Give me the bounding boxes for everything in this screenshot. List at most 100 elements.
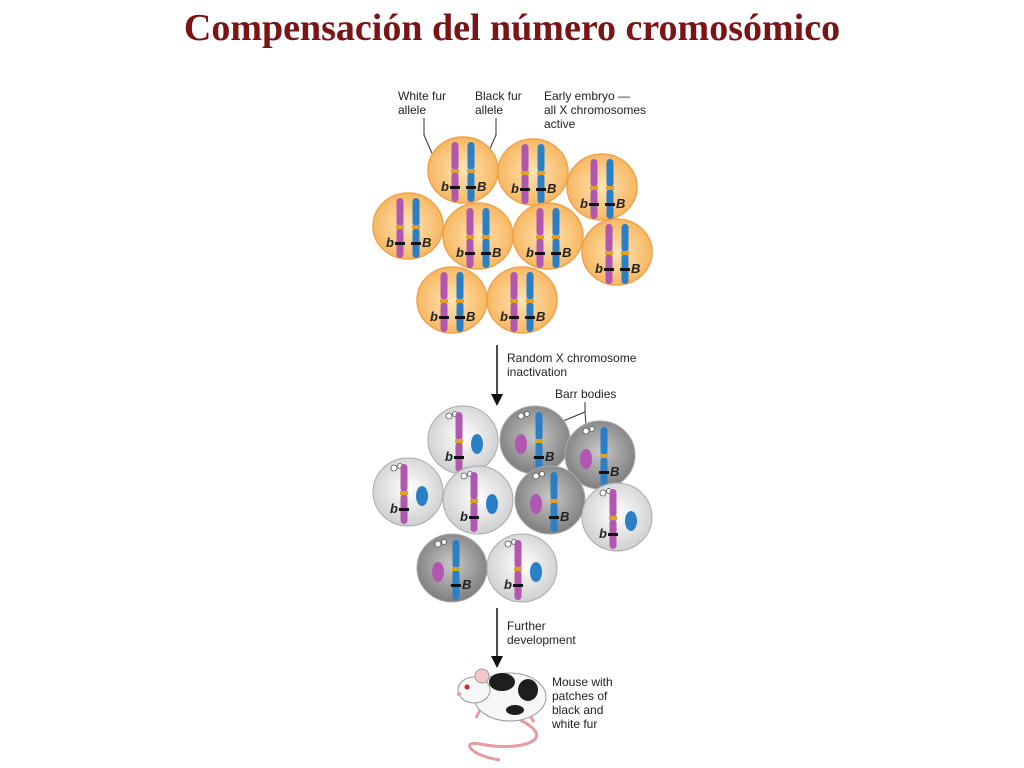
allele-b: b [500,309,508,324]
label-mouse-2: patches of [552,689,608,703]
inactivated-cell: b [372,457,444,527]
embryo-cell-membrane [486,266,558,334]
x-chromosome-magenta [589,159,599,219]
allele-b: b [390,501,398,516]
allele-b: b [595,261,603,276]
mouse-illustration [457,668,547,762]
embryo-cell-membrane [427,136,499,204]
x-chromosome-blue [551,208,561,268]
x-chromosome-blue [525,272,535,332]
allele-B: B [560,509,569,524]
barr-body-blue [530,562,542,582]
inactivated-cell: b [486,533,558,603]
active-x-chromosome-blue [599,427,609,487]
allele-b: b [460,509,468,524]
inactivated-cell: B [514,465,586,535]
x-chromosome-magenta [520,144,530,204]
embryo-cell-membrane [512,202,584,270]
barr-body-blue [471,434,483,454]
active-x-chromosome-blue [534,412,544,472]
embryo-cell-membrane [581,218,653,286]
mouse-black-patch-1 [489,673,515,691]
mouse-nose [457,692,461,696]
barr-body-blue [625,511,637,531]
x-chromosome-magenta [535,208,545,268]
allele-B: B [477,179,486,194]
allele-B: B [466,309,475,324]
barr-body-magenta [530,494,542,514]
label-step2-2: development [507,633,576,647]
allele-b: b [441,179,449,194]
allele-b: b [386,235,394,250]
allele-b: b [580,196,588,211]
x-chromosome-magenta [509,272,519,332]
barr-body-blue [486,494,498,514]
allele-b: b [456,245,464,260]
allele-B: B [545,449,554,464]
inactivated-cell: b [427,405,499,475]
inactivated-cell: B [416,533,488,603]
label-embryo-2: all X chromosomes [544,103,646,117]
x-chromosome-blue [536,144,546,204]
label-mouse-4: white fur [551,717,597,731]
allele-B: B [562,245,571,260]
barr-body-magenta [580,449,592,469]
active-x-chromosome-magenta [399,464,409,524]
allele-b: b [599,526,607,541]
label-step1-2: inactivation [507,365,567,379]
label-black-allele-2: allele [475,103,503,117]
x-chromosome-magenta [450,142,460,202]
label-step2-1: Further [507,619,546,633]
barr-body-blue [416,486,428,506]
mouse-ear [474,668,490,684]
allele-B: B [547,181,556,196]
x-chromosome-magenta [604,224,614,284]
x-chromosome-magenta [439,272,449,332]
mouse-tail [468,718,538,762]
label-mouse-1: Mouse with [552,675,613,689]
allele-b: b [511,181,519,196]
mouse-back-leg [528,715,536,723]
label-mouse-3: black and [552,703,603,717]
x-chromosome-blue [481,208,491,268]
allele-b: b [445,449,453,464]
mouse-front-leg [474,709,482,719]
allele-B: B [536,309,545,324]
label-step1-1: Random X chromosome [507,351,637,365]
embryo-cell-membrane [372,192,444,260]
x-chromosome-blue [605,159,615,219]
active-x-chromosome-blue [549,472,559,532]
label-embryo-1: Early embryo — [544,89,630,103]
embryo-cell-membrane [442,202,514,270]
allele-b: b [430,309,438,324]
embryo-cell-membrane [416,266,488,334]
allele-B: B [610,464,619,479]
x-chromosome-blue [455,272,465,332]
allele-B: B [422,235,431,250]
x-chromosome-blue [620,224,630,284]
inactivated-cell: B [564,420,636,490]
label-black-allele-1: Black fur [475,89,522,103]
label-white-allele-1: White fur [398,89,446,103]
label-embryo-3: active [544,117,576,131]
embryo-cell-membrane [497,138,569,206]
inactivated-cell: b [442,465,514,535]
mouse-eye [464,684,470,690]
allele-B: B [631,261,640,276]
mouse-black-patch-2 [518,679,538,701]
label-barr-bodies: Barr bodies [555,387,616,401]
active-x-chromosome-magenta [608,489,618,549]
allele-b: b [526,245,534,260]
x-chromosome-magenta [465,208,475,268]
x-chromosome-blue [411,198,421,258]
allele-B: B [616,196,625,211]
